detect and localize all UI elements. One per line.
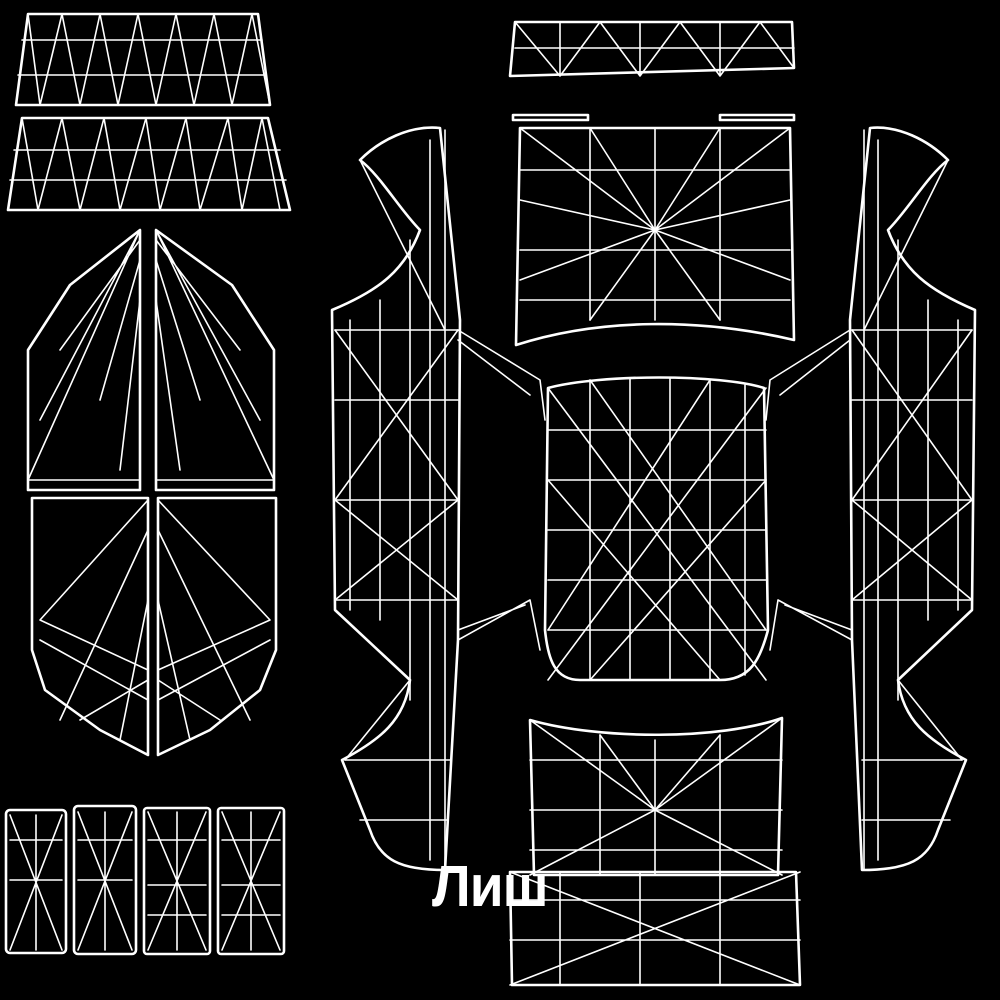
windshield-top-strip	[14, 12, 272, 107]
small-panels	[4, 804, 286, 956]
left-side-panel	[330, 126, 546, 872]
roof-grid	[543, 376, 770, 682]
windshield-bottom-strip	[6, 116, 292, 212]
right-side-panel	[765, 126, 977, 872]
front-panel	[508, 716, 802, 987]
watermark-text: Лиш	[432, 854, 549, 919]
rear-strip	[508, 20, 796, 122]
trunk-panel	[514, 126, 796, 347]
hood-panel	[26, 228, 278, 757]
